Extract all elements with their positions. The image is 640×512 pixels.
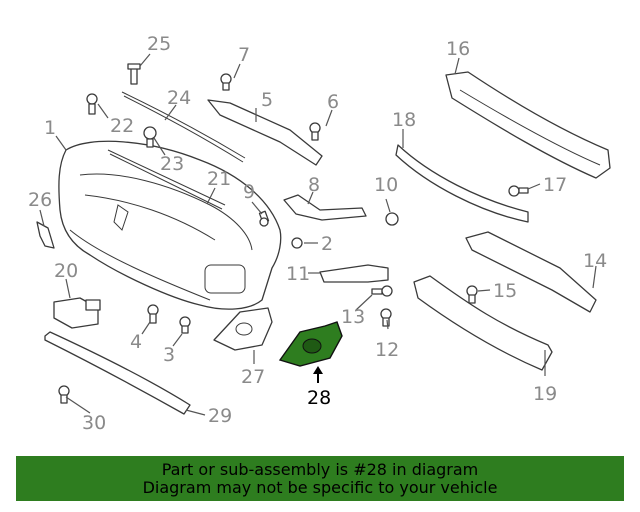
fastener-17-part [508, 185, 529, 197]
banner-line-1: Part or sub-assembly is #28 in diagram [161, 459, 479, 479]
callout-12: 12 [375, 339, 399, 361]
callout-9: 9 [243, 181, 255, 203]
leader-lines [39, 53, 597, 416]
nut-2-part [291, 237, 303, 249]
bracket-14-part [465, 231, 597, 313]
bolt-13-part [371, 285, 393, 297]
fastener-6-part [309, 122, 321, 141]
sensor-20-part [53, 297, 101, 329]
callout-16: 16 [446, 38, 470, 60]
bracket-8-part [283, 194, 367, 221]
callout-25: 25 [147, 33, 171, 55]
callout-13: 13 [341, 306, 365, 328]
callout-30: 30 [82, 412, 106, 434]
clip-23-part [143, 126, 157, 148]
fastener-3-part [179, 316, 191, 334]
callout-23: 23 [160, 153, 184, 175]
fog-bezel-27-part [213, 307, 273, 351]
fastener-4-part [147, 304, 159, 324]
callout-26: 26 [28, 189, 52, 211]
callout-4: 4 [130, 331, 142, 353]
callout-6: 6 [327, 91, 339, 113]
callout-7: 7 [238, 44, 250, 66]
callout-20: 20 [54, 260, 78, 282]
callout-14: 14 [583, 250, 607, 272]
parts-diagram: 1 2 3 4 5 6 7 8 9 10 11 12 13 14 15 16 1… [28, 33, 611, 434]
callout-21: 21 [207, 168, 231, 190]
callout-10: 10 [374, 174, 398, 196]
lower-panel-19-part [413, 275, 553, 371]
callout-17: 17 [543, 174, 567, 196]
clip-12-part [380, 308, 392, 327]
callout-labels: 1 2 3 4 5 6 7 8 9 10 11 12 13 14 15 16 1… [28, 33, 607, 434]
callout-11: 11 [286, 263, 310, 285]
callout-28: 28 [307, 387, 331, 409]
bolt-15-part [466, 285, 478, 304]
fastener-7-part [220, 73, 232, 91]
upper-molding-part [121, 91, 246, 159]
callout-27: 27 [241, 366, 265, 388]
reinforcement-16-part [445, 71, 611, 179]
callout-18: 18 [392, 109, 416, 131]
callout-5: 5 [261, 89, 273, 111]
callout-22: 22 [110, 115, 134, 137]
lower-spoiler-29-part [44, 331, 191, 415]
bolt-25-part [127, 63, 141, 85]
callout-3: 3 [163, 344, 175, 366]
callout-19: 19 [533, 383, 557, 405]
callout-29: 29 [208, 405, 232, 427]
callout-2: 2 [321, 233, 333, 255]
banner-line-2: Diagram may not be specific to your vehi… [142, 477, 498, 497]
clip-10-part [385, 212, 399, 226]
bumper-cover-part [58, 140, 282, 310]
callout-1: 1 [44, 117, 56, 139]
callout-15: 15 [493, 280, 517, 302]
callout-24: 24 [167, 87, 191, 109]
highlight-banner: Part or sub-assembly is #28 in diagram D… [16, 456, 624, 501]
callout-8: 8 [308, 174, 320, 196]
absorber-18-part [395, 144, 529, 223]
side-bracket-26-part [36, 221, 55, 249]
bracket-11-part [319, 264, 389, 283]
clip-30-part [58, 385, 70, 404]
bracket-5-part [207, 99, 323, 166]
grille-strip-part [107, 149, 226, 206]
clip-22-part [86, 93, 98, 115]
fog-bezel-28-part [278, 321, 343, 367]
